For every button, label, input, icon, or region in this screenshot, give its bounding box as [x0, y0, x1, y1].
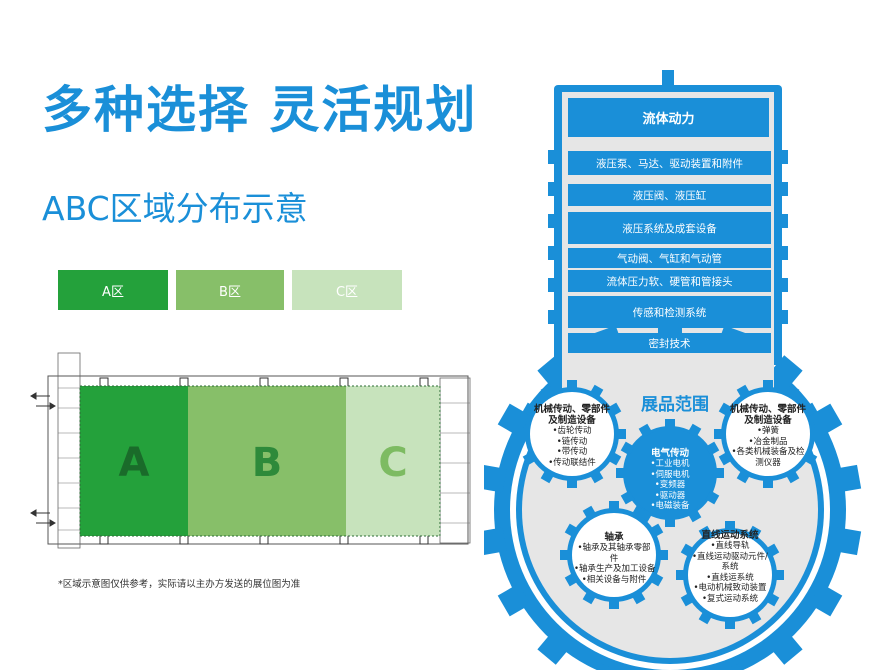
- cog-linear-motion: 直线运动系统 •直线导轨 •直线运动驱动元件/系统 •直线运系统 •电动机械致动…: [690, 530, 770, 604]
- zone-c-letter: C: [378, 440, 407, 486]
- cog-item: •链传动: [556, 436, 588, 447]
- cog-item: •复式运动系统: [701, 593, 758, 604]
- cog-mechanical-left: 机械传动、零部件及制造设备 •齿轮传动 •链传动 •带传动 •传动联结件: [534, 404, 610, 468]
- cog-item: •直线运动驱动元件/系统: [692, 551, 768, 573]
- zone-a-letter: A: [119, 440, 150, 486]
- fluid-power-item: 密封技术: [568, 333, 771, 353]
- disclaimer: *区域示意图仅供参考，实际请以主办方发送的展位图为准: [58, 579, 301, 590]
- cog-item: •电磁装备: [650, 501, 690, 511]
- cog-item: •齿轮传动: [552, 426, 592, 436]
- headline: 多种选择 灵活规划: [42, 81, 478, 139]
- cog-title: 电气传动: [650, 448, 689, 459]
- cog-electric: 电气传动 •工业电机 •伺服电机 •变频器 •驱动器 •电磁装备: [632, 448, 708, 512]
- fluid-power-item: 液压系统及成套设备: [568, 212, 771, 244]
- cog-item: •轴承生产及加工设备: [574, 564, 656, 574]
- cog-item: •驱动器: [654, 490, 686, 501]
- zone-a-legend: A区: [58, 270, 168, 310]
- cog-title: 机械传动、零部件及制造设备: [730, 404, 807, 426]
- zone-c-area: [346, 386, 440, 536]
- cog-item: •工业电机: [650, 459, 690, 469]
- floor-plan: A B C: [30, 352, 471, 549]
- zone-c-legend: C区: [292, 270, 402, 310]
- fluid-power-item: 气动阀、气缸和气动管: [568, 248, 771, 268]
- cog-item: •直线运系统: [706, 572, 754, 583]
- subheadline: ABC区域分布示意: [42, 189, 308, 228]
- cog-item: •轴承及其轴承零部件: [577, 543, 651, 564]
- cog-title: 直线运动系统: [701, 530, 759, 541]
- fluid-power-item: 液压阀、液压缸: [568, 184, 771, 206]
- fluid-power-item: 流体压力软、硬管和管接头: [568, 270, 771, 292]
- cog-item: •带传动: [556, 447, 588, 457]
- cog-item: •传动联结件: [548, 457, 596, 468]
- cog-item: •相关设备与附件: [581, 574, 647, 585]
- cog-item: •伺服电机: [650, 469, 690, 480]
- cog-title: 机械传动、零部件及制造设备: [534, 404, 611, 426]
- fluid-power-item: 传感和检测系统: [568, 296, 771, 328]
- zone-b-legend: B区: [176, 270, 284, 310]
- cog-item: •直线导轨: [710, 541, 750, 551]
- cog-bearing: 轴承 •轴承及其轴承零部件 •轴承生产及加工设备 •相关设备与附件: [574, 532, 656, 585]
- cog-title: 轴承: [604, 532, 624, 543]
- zone-a-area: [80, 386, 188, 536]
- cog-item: •冶金制品: [748, 436, 788, 447]
- zone-b-letter: B: [252, 440, 283, 486]
- cog-mechanical-right: 机械传动、零部件及制造设备 •弹簧 •冶金制品 •各类机械装备及检测仪器: [730, 404, 806, 468]
- fluid-power-item: 液压泵、马达、驱动装置和附件: [568, 151, 771, 175]
- cog-item: •弹簧: [756, 426, 779, 436]
- zone-b-area: [188, 386, 346, 536]
- fluid-power-title: 流体动力: [568, 98, 769, 137]
- cog-item: •电动机械致动装置: [693, 583, 767, 593]
- cog-item: •变频器: [654, 480, 686, 490]
- cog-item: •各类机械装备及检测仪器: [731, 447, 805, 468]
- exhibit-range-title: 展品范围: [641, 395, 709, 415]
